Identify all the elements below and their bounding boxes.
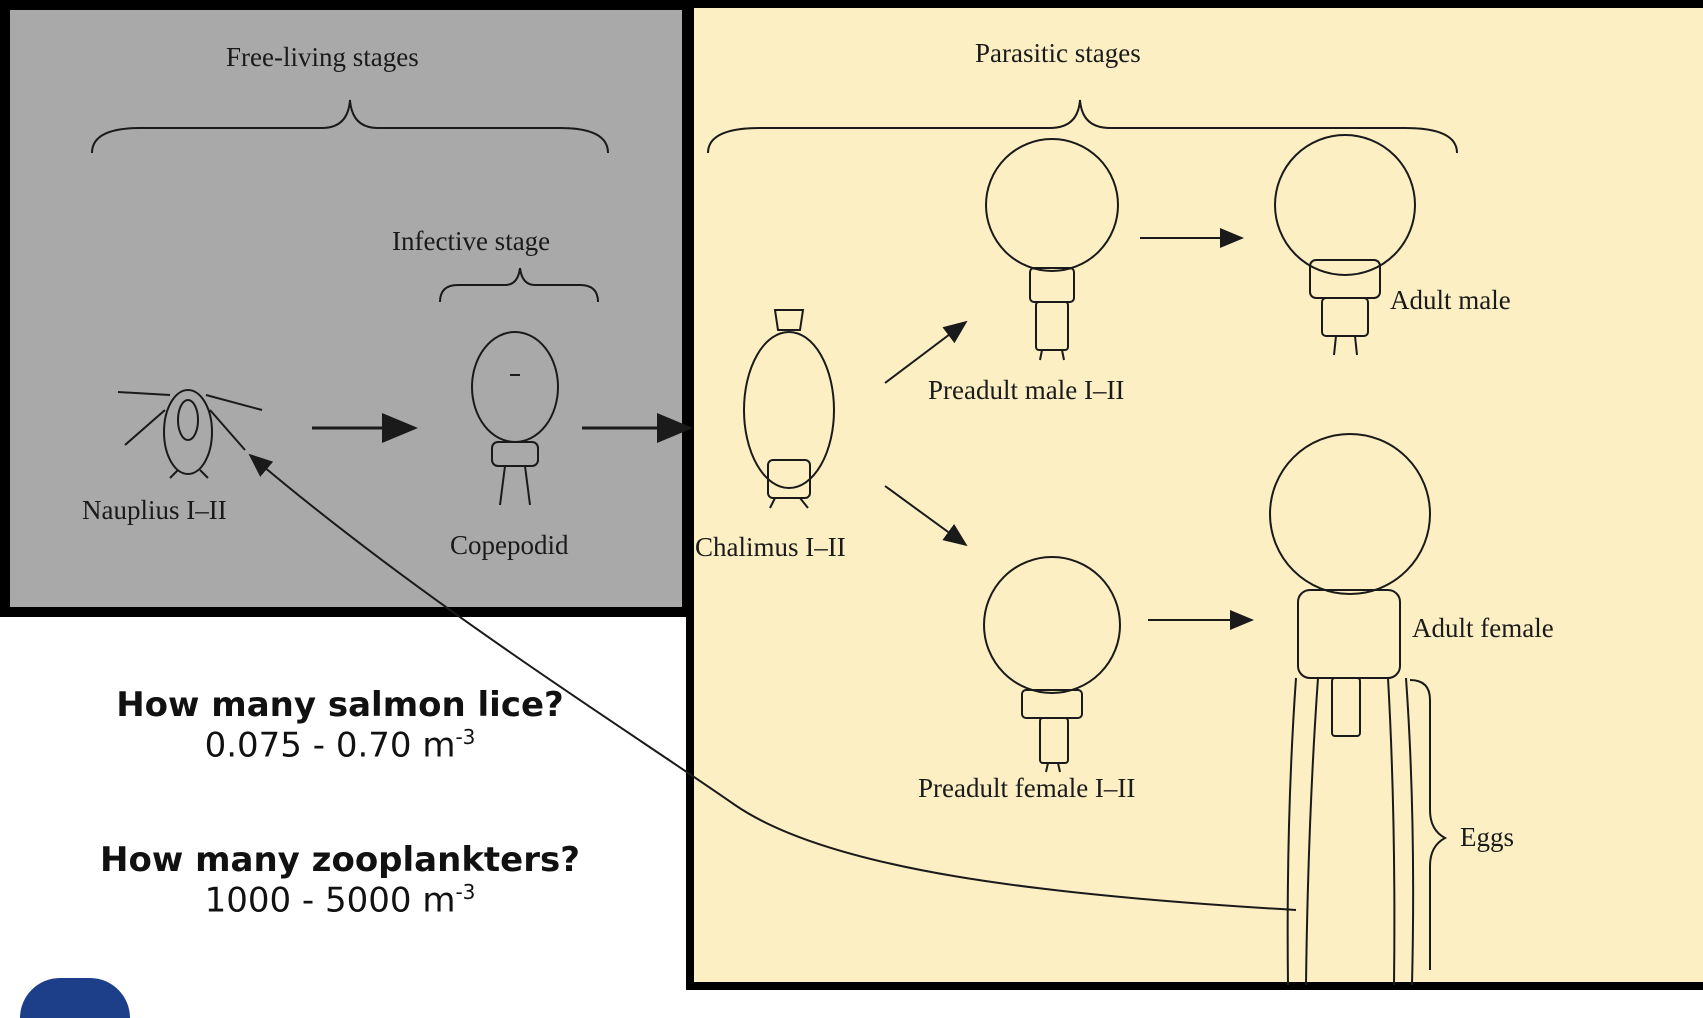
adult-female-illustration xyxy=(1270,434,1430,985)
parasitic-brace xyxy=(708,100,1457,153)
nauplius-label: Nauplius I–II xyxy=(82,495,227,526)
nauplius-illustration xyxy=(118,390,262,478)
free-living-brace xyxy=(92,100,608,153)
preadult-female-illustration xyxy=(984,557,1120,772)
preadult-male-label: Preadult male I–II xyxy=(928,375,1124,406)
adult-male-label: Adult male xyxy=(1390,285,1511,316)
arrow-chalimus-to-preadult-female xyxy=(885,486,966,545)
infective-brace xyxy=(440,268,598,302)
zooplankters-question: How many zooplankters? xyxy=(60,840,620,880)
infective-stage-label: Infective stage xyxy=(392,226,550,257)
free-living-stages-label: Free-living stages xyxy=(226,42,419,73)
eggs-label: Eggs xyxy=(1460,822,1514,853)
eggs-brace xyxy=(1410,680,1445,970)
salmon-lice-stat: How many salmon lice? 0.075 - 0.70 m-3 xyxy=(60,685,620,765)
salmon-lice-value: 0.075 - 0.70 m-3 xyxy=(60,725,620,765)
chalimus-illustration xyxy=(744,310,834,508)
adult-male-illustration xyxy=(1275,135,1415,355)
zooplankters-stat: How many zooplankters? 1000 - 5000 m-3 xyxy=(60,840,620,920)
preadult-male-illustration xyxy=(986,139,1118,360)
parasitic-stages-label: Parasitic stages xyxy=(975,38,1141,69)
arrow-chalimus-to-preadult-male xyxy=(885,322,966,383)
adult-female-label: Adult female xyxy=(1412,613,1554,644)
copepodid-illustration xyxy=(472,332,558,505)
chalimus-label: Chalimus I–II xyxy=(695,532,846,563)
preadult-female-label: Preadult female I–II xyxy=(918,773,1135,804)
salmon-lice-question: How many salmon lice? xyxy=(60,685,620,725)
copepodid-label: Copepodid xyxy=(450,530,569,561)
zooplankters-value: 1000 - 5000 m-3 xyxy=(60,880,620,920)
